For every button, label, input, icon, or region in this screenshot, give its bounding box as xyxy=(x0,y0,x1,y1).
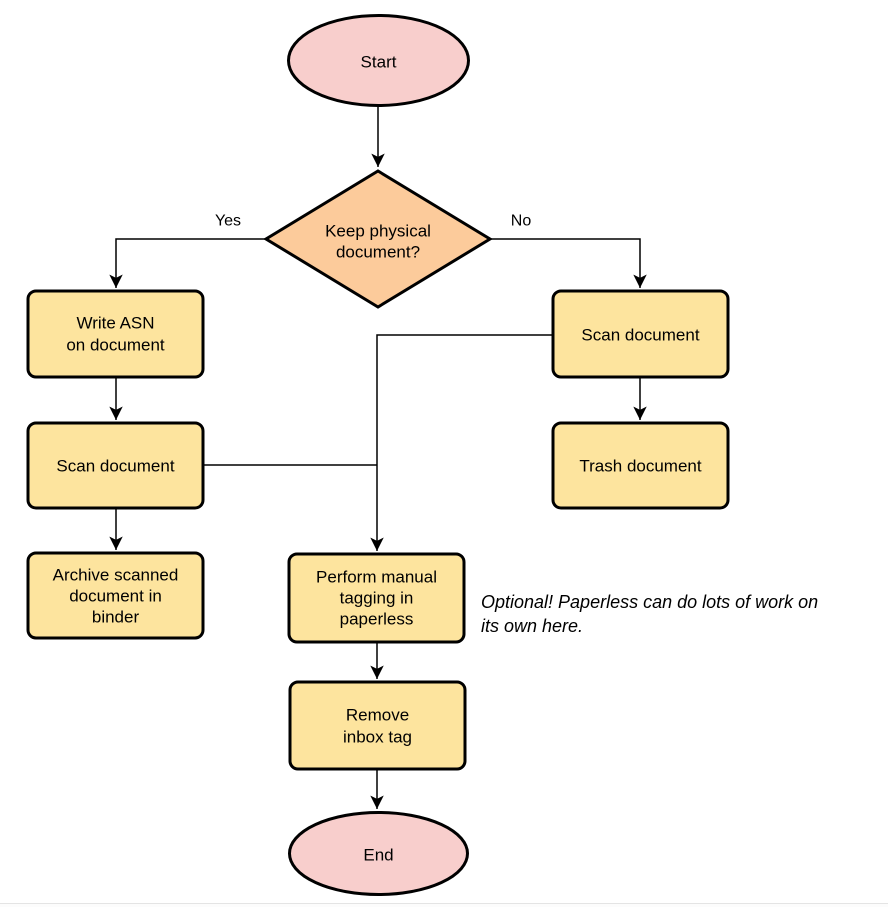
scan-left-label: Scan document xyxy=(56,457,174,476)
node-scan-document-left: Scan document xyxy=(26,421,205,510)
start-label: Start xyxy=(361,53,397,72)
node-end: End xyxy=(288,811,469,896)
decision-diamond xyxy=(263,169,493,309)
end-ellipse xyxy=(288,811,469,896)
tagging-label-line2: tagging in xyxy=(340,589,414,608)
archive-box xyxy=(26,551,205,640)
node-remove-inbox-tag: Remove inbox tag xyxy=(288,680,467,771)
decision-label-line1: Keep physical xyxy=(325,222,431,241)
edge-decision-yes xyxy=(109,238,265,288)
node-scan-document-right: Scan document xyxy=(551,289,730,379)
archive-label-line1: Archive scanned xyxy=(53,566,179,585)
tagging-label-line3: paperless xyxy=(340,610,414,629)
node-decision-keep-physical: Keep physical document? xyxy=(263,169,493,309)
write-asn-label-line2: on document xyxy=(66,336,165,355)
edge-label-no: No xyxy=(511,213,532,230)
remove-inbox-label-line1: Remove xyxy=(346,706,409,725)
decision-label-line2: document? xyxy=(336,243,420,262)
scan-left-box xyxy=(26,421,205,510)
node-write-asn: Write ASN on document xyxy=(26,289,205,379)
scan-right-label: Scan document xyxy=(581,326,699,345)
archive-label-line2: document in xyxy=(69,587,162,606)
start-ellipse xyxy=(287,14,470,107)
edge-scanright-to-tagging xyxy=(370,334,553,551)
write-asn-box xyxy=(26,289,205,379)
remove-inbox-label-line2: inbox tag xyxy=(343,728,412,747)
trash-label: Trash document xyxy=(579,457,701,476)
annotation-optional-note: Optional! Paperless can do lots of work … xyxy=(481,592,818,636)
page-bottom-strip xyxy=(0,904,888,907)
node-manual-tagging: Perform manual tagging in paperless xyxy=(287,552,466,644)
write-asn-label-line1: Write ASN xyxy=(76,314,154,333)
edge-decision-no xyxy=(490,238,647,288)
tagging-box xyxy=(287,552,466,644)
tagging-label-line1: Perform manual xyxy=(316,568,437,587)
archive-label-line3: binder xyxy=(92,608,140,627)
node-trash-document: Trash document xyxy=(551,421,730,510)
node-archive-binder: Archive scanned document in binder xyxy=(26,551,205,640)
annotation-line1: Optional! Paperless can do lots of work … xyxy=(481,592,818,612)
edge-label-yes: Yes xyxy=(215,213,241,230)
end-label: End xyxy=(363,846,393,865)
remove-inbox-box xyxy=(288,680,467,771)
node-start: Start xyxy=(287,14,470,107)
scan-right-box xyxy=(551,289,730,379)
annotation-line2: its own here. xyxy=(481,616,583,636)
trash-box xyxy=(551,421,730,510)
page-bottom-edge xyxy=(0,903,888,907)
